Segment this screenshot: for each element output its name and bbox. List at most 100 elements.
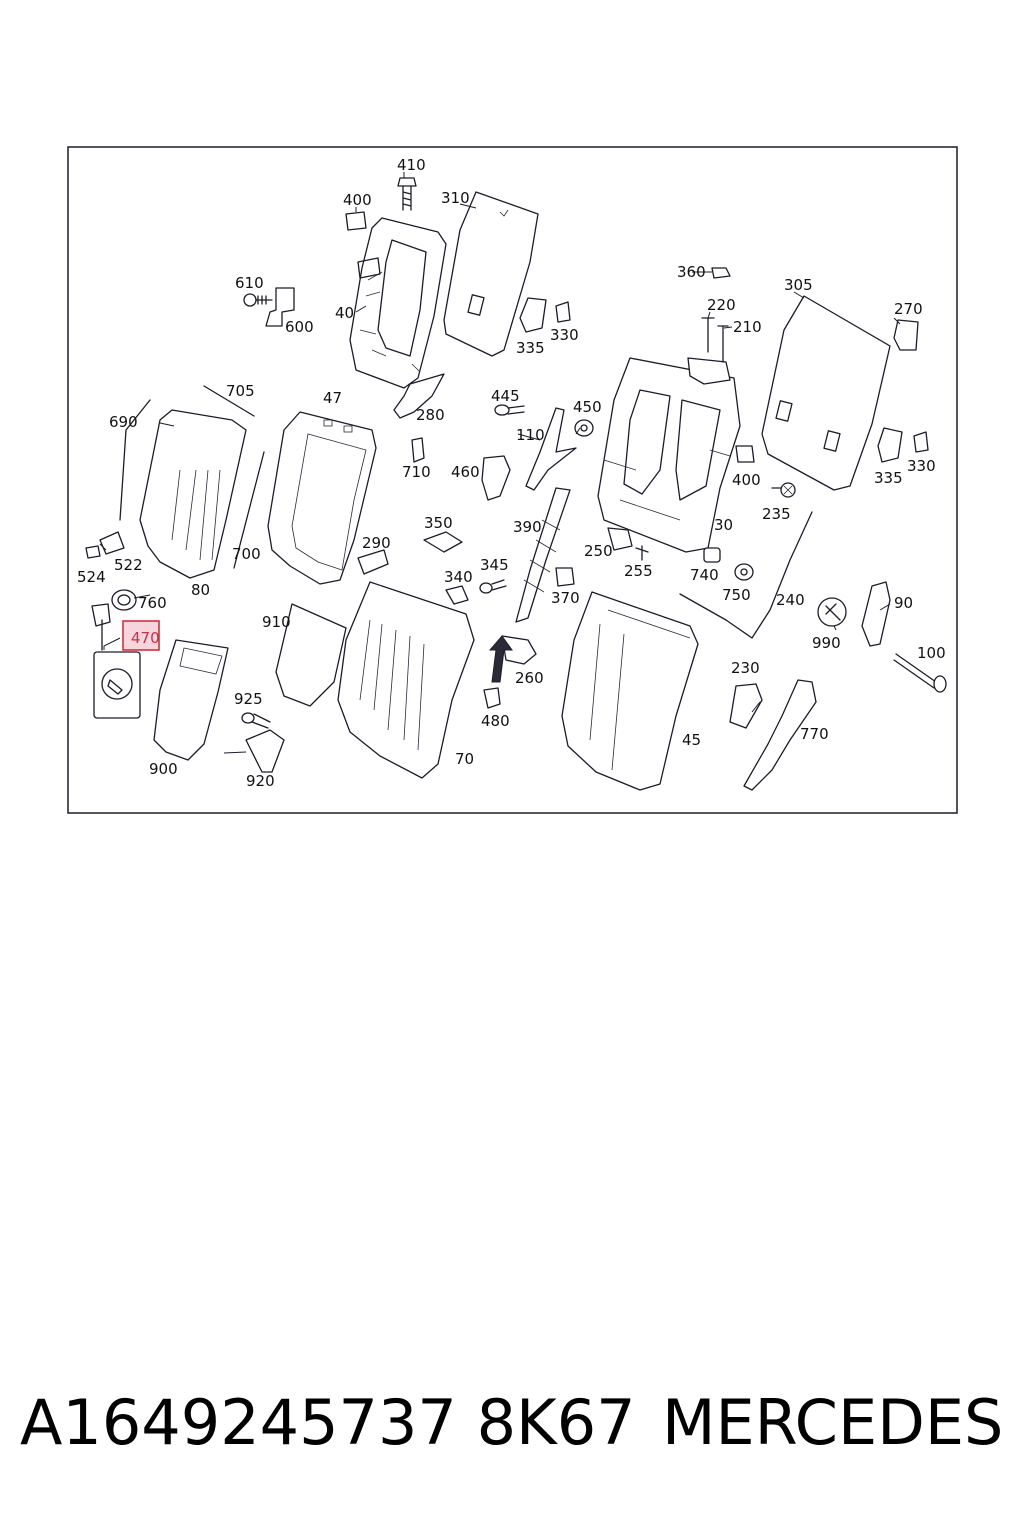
- part-70-cushion: [337, 581, 475, 779]
- part-330-clip: [555, 301, 571, 323]
- callout-920[interactable]: 920: [246, 772, 275, 790]
- callout-280[interactable]: 280: [416, 406, 445, 424]
- part-290-bracket: [357, 549, 389, 575]
- part-460-cap: [481, 455, 511, 501]
- callout-460[interactable]: 460: [451, 463, 480, 481]
- part-40-frame: [349, 217, 447, 389]
- callout-310[interactable]: 310: [441, 189, 470, 207]
- callout-610[interactable]: 610: [235, 274, 264, 292]
- part-450-nut: [574, 419, 594, 437]
- part-90-cap: [861, 581, 891, 647]
- callout-400[interactable]: 400: [343, 191, 372, 209]
- callout-360[interactable]: 360: [677, 263, 706, 281]
- callout-925[interactable]: 925: [234, 690, 263, 708]
- callout-335[interactable]: 335: [516, 339, 545, 357]
- callout-345[interactable]: 345: [480, 556, 509, 574]
- part-310-panel: [443, 191, 539, 357]
- callout-240[interactable]: 240: [776, 591, 805, 609]
- part-330-clip-right: [913, 431, 929, 453]
- callout-335-right[interactable]: 335: [874, 469, 903, 487]
- callout-480[interactable]: 480: [481, 712, 510, 730]
- part-710-latch: [411, 437, 425, 463]
- part-690-cover: [119, 399, 265, 579]
- callout-470-highlight: [122, 620, 160, 651]
- part-480-knob: [483, 687, 501, 709]
- brand-name: MERCEDES: [662, 1386, 1004, 1459]
- callout-710[interactable]: 710: [402, 463, 431, 481]
- callout-30[interactable]: 30: [714, 516, 733, 534]
- part-610-screw: [243, 293, 273, 307]
- part-445-bolt: [494, 404, 525, 416]
- part-number: A1649245737 8K67: [20, 1386, 636, 1459]
- callout-290[interactable]: 290: [362, 534, 391, 552]
- part-740-bushing: [703, 547, 721, 563]
- callout-230[interactable]: 230: [731, 659, 760, 677]
- callout-740[interactable]: 740: [690, 566, 719, 584]
- callout-47[interactable]: 47: [323, 389, 342, 407]
- callout-990[interactable]: 990: [812, 634, 841, 652]
- part-910-panel: [275, 603, 347, 707]
- callout-524[interactable]: 524: [77, 568, 106, 586]
- part-340-bracket: [445, 585, 469, 605]
- callout-70[interactable]: 70: [455, 750, 474, 768]
- part-100-bolt: [893, 653, 947, 693]
- callout-330[interactable]: 330: [550, 326, 579, 344]
- part-235-screw: [771, 482, 796, 498]
- callout-305[interactable]: 305: [784, 276, 813, 294]
- callout-340[interactable]: 340: [444, 568, 473, 586]
- callout-600[interactable]: 600: [285, 318, 314, 336]
- part-30-frame: [597, 357, 741, 553]
- callout-220[interactable]: 220: [707, 296, 736, 314]
- callout-700[interactable]: 700: [232, 545, 261, 563]
- callout-100[interactable]: 100: [917, 644, 946, 662]
- callout-705[interactable]: 705: [226, 382, 255, 400]
- callout-350[interactable]: 350: [424, 514, 453, 532]
- part-925-screw: [241, 712, 271, 729]
- callout-330-right[interactable]: 330: [907, 457, 936, 475]
- callout-390[interactable]: 390: [513, 518, 542, 536]
- part-230-bracket: [729, 683, 763, 729]
- part-280-bracket: [393, 373, 445, 419]
- callout-210[interactable]: 210: [733, 318, 762, 336]
- callout-260[interactable]: 260: [515, 669, 544, 687]
- callout-445[interactable]: 445: [491, 387, 520, 405]
- callout-522[interactable]: 522: [114, 556, 143, 574]
- part-350-bracket: [423, 531, 463, 553]
- callout-45[interactable]: 45: [682, 731, 701, 749]
- callout-370[interactable]: 370: [551, 589, 580, 607]
- part-390-strip: [515, 487, 571, 623]
- callout-270[interactable]: 270: [894, 300, 923, 318]
- callout-110[interactable]: 110: [516, 426, 545, 444]
- callout-labels: 410 400 310 40 610 600 360 305 270 220 2…: [77, 156, 946, 790]
- callout-470[interactable]: 470: [131, 629, 160, 647]
- part-260-cap: [501, 635, 537, 665]
- part-305-panel: [761, 295, 891, 491]
- callout-90[interactable]: 90: [894, 594, 913, 612]
- callout-80[interactable]: 80: [191, 581, 210, 599]
- part-110-hinge: [525, 407, 577, 491]
- callout-910[interactable]: 910: [262, 613, 291, 631]
- callout-250[interactable]: 250: [584, 542, 613, 560]
- callout-750[interactable]: 750: [722, 586, 751, 604]
- callout-760[interactable]: 760: [138, 594, 167, 612]
- part-900-panel: [153, 639, 229, 761]
- part-470-release: [91, 603, 141, 719]
- callout-900[interactable]: 900: [149, 760, 178, 778]
- part-335-bracket-right: [877, 427, 903, 463]
- part-522-clip: [99, 531, 125, 555]
- callout-40[interactable]: 40: [335, 304, 354, 322]
- callout-770[interactable]: 770: [800, 725, 829, 743]
- part-705-rod: [203, 385, 255, 417]
- part-370-bracket: [555, 567, 575, 587]
- callout-690[interactable]: 690: [109, 413, 138, 431]
- part-990-tool: [817, 597, 847, 627]
- callout-235[interactable]: 235: [762, 505, 791, 523]
- callout-450[interactable]: 450: [573, 398, 602, 416]
- callout-400-right[interactable]: 400: [732, 471, 761, 489]
- part-920-bracket: [245, 729, 285, 773]
- callout-410[interactable]: 410: [397, 156, 426, 174]
- part-47-cushion: [267, 411, 377, 585]
- callout-255[interactable]: 255: [624, 562, 653, 580]
- part-210-pin: [717, 325, 729, 363]
